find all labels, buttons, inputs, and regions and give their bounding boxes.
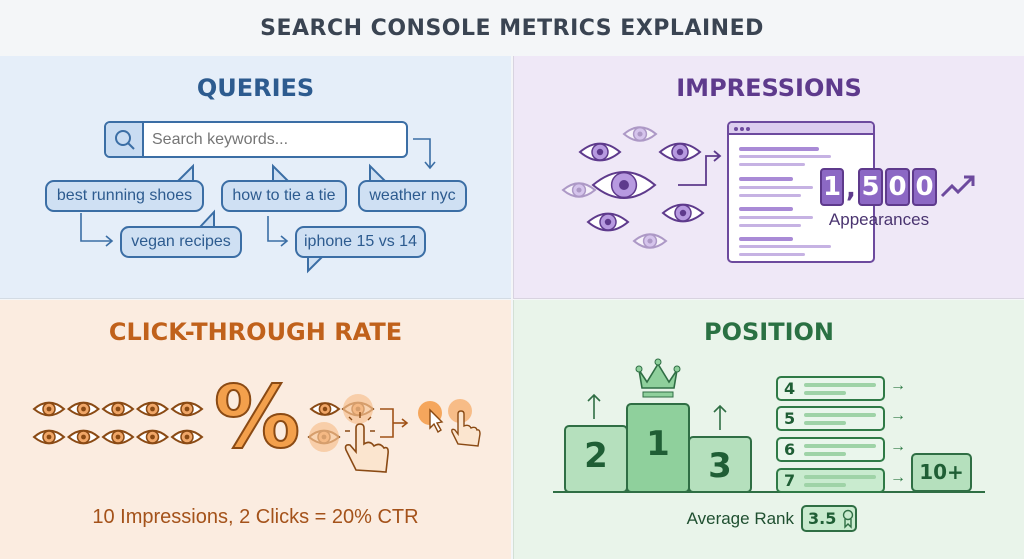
magnifier-icon[interactable] (106, 123, 144, 156)
cursor-icon (429, 408, 444, 434)
impressions-counter: 1 , 5 0 0 (820, 168, 937, 206)
award-ribbon-icon (842, 509, 854, 529)
percent-symbol: % (213, 368, 301, 468)
eye-icon (135, 429, 170, 445)
podium-3: 3 (708, 446, 732, 486)
search-input[interactable] (152, 127, 402, 152)
eye-icon (101, 429, 135, 445)
counter-digit: 0 (912, 168, 937, 206)
eye-icon (32, 401, 66, 417)
eye-cluster (561, 126, 722, 249)
rank-10-plus: 10+ (911, 453, 972, 492)
rank-row: 7 (776, 468, 885, 493)
trend-up-icon (940, 175, 975, 198)
eye-icon (586, 212, 630, 232)
crown-icon (635, 358, 681, 398)
counter-digit: 0 (885, 168, 910, 206)
arrow-right-icon: → (890, 438, 906, 455)
query-bubble: vegan recipes (120, 226, 242, 258)
average-rank-value: 3.5 (808, 509, 837, 528)
average-rank-badge: 3.5 (801, 505, 857, 532)
eye-icon (101, 401, 135, 417)
eye-icon (658, 142, 702, 162)
queries-panel: QUERIES (0, 56, 511, 299)
eye-icon (622, 126, 658, 142)
counter-separator: , (846, 174, 856, 204)
query-bubble: how to tie a tie (221, 180, 347, 212)
eye-icon (32, 429, 66, 445)
eye-icon (578, 142, 622, 162)
hand-pointer-icon (344, 412, 389, 473)
counter-digit: 5 (858, 168, 883, 206)
rank-row: 5 (776, 406, 885, 431)
arrow-right-icon: → (890, 469, 906, 486)
queries-heading: QUERIES (196, 74, 315, 102)
arrow-right-icon: → (890, 407, 906, 424)
query-bubble: best running shoes (45, 180, 204, 212)
eye-icon (632, 233, 668, 249)
arrow-icon (678, 150, 722, 186)
arrow-up-icon (587, 393, 727, 430)
podium-1: 1 (646, 424, 670, 464)
query-connectors (80, 138, 436, 274)
result-lines (739, 147, 831, 256)
query-bubble: iphone 15 vs 14 (295, 226, 426, 258)
eye-icon (170, 401, 204, 417)
eye-icon (170, 429, 204, 445)
eye-icon (661, 203, 705, 223)
rank-number: 4 (784, 379, 796, 398)
ctr-panel: CLICK-THROUGH RATE (0, 300, 511, 559)
window-titlebar (729, 123, 873, 135)
eye-icon (591, 171, 657, 199)
eye-icon (561, 182, 597, 198)
counter-digit: 1 (820, 168, 844, 206)
podium-2: 2 (584, 436, 608, 476)
arrow-right-icon: → (890, 377, 906, 394)
ctr-formula: 10 Impressions, 2 Clicks = 20% CTR (92, 506, 419, 528)
rank-row: 4 (776, 376, 885, 401)
rank-number: 6 (784, 440, 796, 459)
average-rank-label: Average Rank (686, 509, 794, 528)
rank-number: 5 (784, 409, 796, 428)
position-heading: POSITION (704, 318, 834, 346)
eye-icon (309, 402, 341, 416)
page-title: SEARCH CONSOLE METRICS EXPLAINED (260, 16, 764, 41)
appearances-label: Appearances (828, 210, 930, 229)
eye-icon (135, 401, 170, 417)
eye-icon (66, 401, 101, 417)
rank-row: 6 (776, 437, 885, 462)
rank-number: 7 (784, 471, 796, 490)
ctr-heading: CLICK-THROUGH RATE (108, 318, 403, 346)
impressions-heading: IMPRESSIONS (676, 74, 862, 102)
query-bubble: weather nyc (358, 180, 467, 212)
hand-click-icon (451, 410, 481, 447)
eye-icon (66, 429, 101, 445)
search-box[interactable] (104, 121, 408, 158)
